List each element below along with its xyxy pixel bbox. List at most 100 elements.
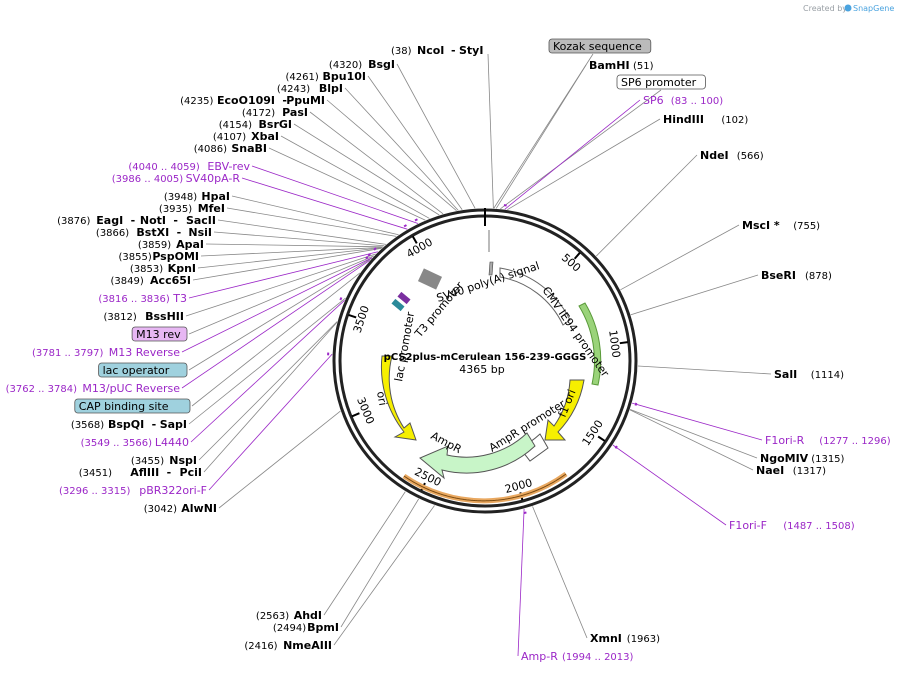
label-lac-operator[interactable]: lac operator [98, 362, 188, 378]
site-position: (3568) [71, 420, 104, 431]
leader-line [192, 247, 382, 281]
label-l4440[interactable]: L4440(3549 .. 3566) [81, 436, 189, 449]
label-bstxi[interactable]: NsiI-BstXI(3866) [96, 226, 212, 239]
feature-name: CAP binding site [79, 400, 169, 413]
label-ngomiv[interactable]: NgoMIV(1315) [760, 452, 845, 465]
ori-arc [380, 355, 417, 441]
credit-prefix: Created by [803, 4, 847, 13]
ring-tick-label: 1500 [580, 418, 606, 449]
label-cap-binding-site[interactable]: CAP binding site [74, 398, 191, 414]
label-bsshii[interactable]: BssHII(3812) [104, 310, 184, 323]
feature-name: lac operator [103, 364, 170, 377]
site-name-extra: SacII [186, 214, 216, 227]
label-bsgi[interactable]: BsgI(4320) [329, 58, 395, 71]
label-ecoo109i[interactable]: PpuMI-EcoO109I(4235) [180, 94, 325, 107]
site-name: KpnI [168, 262, 196, 275]
feature-cmv-promoter: CMV IE94 promoter [540, 284, 612, 379]
label-pspomi[interactable]: PspOMI(3855) [119, 250, 199, 263]
label-sv40pa-r[interactable]: SV40pA-R(3986 .. 4005) [112, 172, 241, 185]
label-alwni[interactable]: AlwNI(3042) [144, 502, 217, 515]
label-bpmi[interactable]: BpmI(2494) [273, 621, 339, 634]
site-position: (2494) [273, 623, 306, 634]
label-hindiii[interactable]: HindIII(102) [663, 113, 748, 126]
leader-line [309, 111, 444, 215]
label-eagi[interactable]: SacII-NotI-EagI(3876) [57, 214, 216, 227]
leader-line [191, 272, 361, 407]
label-msci-[interactable]: MscI *(755) [742, 219, 820, 232]
site-position: (3816 .. 3836) [98, 294, 170, 305]
label-ndei[interactable]: NdeI(566) [700, 149, 764, 162]
label-amp-r[interactable]: Amp-R(1994 .. 2013) [521, 650, 634, 663]
label-sp6[interactable]: SP6(83 .. 100) [643, 94, 723, 107]
leader-line [500, 89, 662, 210]
site-position: (1277 .. 1296) [819, 436, 891, 447]
ring-tick-mark [573, 252, 581, 260]
feature-name: Kozak sequence [553, 40, 642, 53]
label-snabi[interactable]: SnaBI(4086) [194, 142, 267, 155]
site-name: BamHI [589, 59, 630, 72]
label-mfei[interactable]: MfeI(3935) [159, 202, 225, 215]
label-t3[interactable]: T3(3816 .. 3836) [98, 292, 187, 305]
site-position: (3935) [159, 204, 192, 215]
site-position: (83 .. 100) [671, 96, 723, 107]
site-name-extra: PpuMI [286, 94, 325, 107]
label-pbr322ori-f[interactable]: pBR322ori-F(3296 .. 3315) [59, 484, 207, 497]
sv40-polya-block [417, 268, 443, 290]
label-ahdi[interactable]: AhdI(2563) [256, 609, 322, 622]
site-position: (2563) [256, 611, 289, 622]
leader-line [208, 353, 333, 491]
site-name: Acc65I [150, 274, 191, 287]
site-name: Bpu10I [323, 70, 367, 83]
site-position: (3549 .. 3566) [81, 438, 153, 449]
label-blpi[interactable]: BlpI(4243) [277, 82, 343, 95]
site-name: AflIII [130, 466, 159, 479]
label-xmni[interactable]: XmnI(1963) [590, 632, 660, 645]
label-kpni[interactable]: KpnI(3853) [130, 262, 196, 275]
label-bseri[interactable]: BseRI(878) [761, 269, 832, 282]
site-position: (3866) [96, 228, 129, 239]
label-sp6-promoter[interactable]: SP6 promoter [616, 74, 706, 90]
label-box [616, 74, 706, 90]
site-name: T3 [172, 292, 187, 305]
leader-line [185, 253, 376, 317]
site-name: HindIII [663, 113, 704, 126]
label-naei[interactable]: NaeI(1317) [756, 464, 826, 477]
label-ebv-rev[interactable]: EBV-rev(4040 .. 4059) [128, 160, 250, 173]
site-name: NgoMIV [760, 452, 809, 465]
feature-lac-promoter: lac promoter [392, 310, 417, 382]
site-position: (4086) [194, 144, 227, 155]
label-m13-puc-reverse[interactable]: M13/pUC Reverse(3762 .. 3784) [6, 382, 181, 395]
primer-mark [403, 224, 407, 228]
label-pasi[interactable]: PasI(4172) [242, 106, 308, 119]
label-ncoi[interactable]: (38)NcoI-StyI [391, 44, 483, 57]
label-m13-rev[interactable]: M13 rev [131, 326, 188, 342]
site-name: XbaI [251, 130, 279, 143]
snapgene-logo-icon [844, 4, 852, 12]
site-position: (4243) [277, 84, 310, 95]
label-m13-reverse[interactable]: M13 Reverse(3781 .. 3797) [32, 346, 180, 359]
label-f1ori-f[interactable]: F1ori-F(1487 .. 1508) [729, 519, 855, 532]
label-bamhi[interactable]: BamHI(51) [589, 59, 654, 72]
label-kozak-sequence[interactable]: Kozak sequence [548, 38, 652, 54]
label-sali[interactable]: SalI(1114) [774, 368, 844, 381]
site-separator: - [282, 94, 287, 107]
primer-mark [365, 255, 369, 260]
label-nmeaiii[interactable]: NmeAIII(2416) [244, 639, 332, 652]
label-hpai[interactable]: HpaI(3948) [164, 190, 230, 203]
site-position: (1114) [811, 370, 844, 381]
site-position: (3762 .. 3784) [6, 384, 78, 395]
site-position: (3855) [119, 252, 152, 263]
label-f1ori-r[interactable]: F1ori-R(1277 .. 1296) [765, 434, 891, 447]
label-bsrgi[interactable]: BsrGI(4154) [219, 118, 292, 131]
leader-line [507, 118, 661, 210]
label-acc65i[interactable]: Acc65I(3849) [111, 274, 191, 287]
ring-tick-mark [348, 313, 357, 319]
label-xbai[interactable]: XbaI(4107) [213, 130, 279, 143]
label-afliii[interactable]: PciI-AflIII(3451) [79, 466, 202, 479]
label-bspqi[interactable]: SapI-BspQI(3568) [71, 418, 187, 431]
label-nspi[interactable]: NspI(3455) [131, 454, 197, 467]
site-name: NspI [169, 454, 197, 467]
label-apai[interactable]: ApaI(3859) [138, 238, 204, 251]
label-bpu10i[interactable]: Bpu10I(4261) [286, 70, 366, 83]
site-name: BsgI [368, 58, 395, 71]
